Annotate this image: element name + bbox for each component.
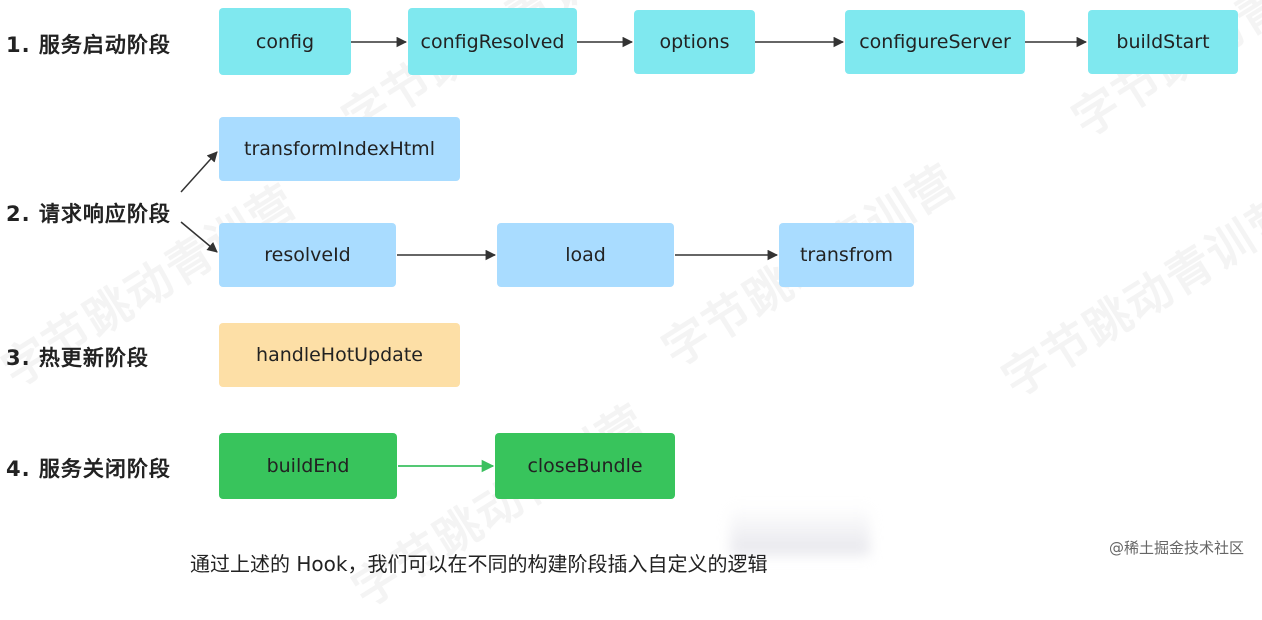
edge-request-resolveId [180, 221, 218, 253]
stage-label-hot: 3. 热更新阶段 [6, 346, 149, 370]
hook-node-buildEnd: buildEnd [219, 433, 397, 499]
blurred-region [730, 505, 870, 555]
hook-node-buildStart: buildStart [1088, 10, 1238, 74]
source-credit: @稀土掘金技术社区 [1108, 539, 1244, 557]
hook-node-config: config [219, 8, 351, 75]
hook-node-handleHotUpdate: handleHotUpdate [219, 323, 460, 387]
stage-label-close: 4. 服务关闭阶段 [6, 457, 171, 481]
hook-node-configResolved: configResolved [408, 8, 577, 75]
subtitle-caption: 通过上述的 Hook，我们可以在不同的构建阶段插入自定义的逻辑 [190, 552, 768, 576]
hook-node-options: options [634, 10, 755, 74]
hook-node-load: load [497, 223, 674, 287]
watermark: 字节跳动青训营 [342, 393, 657, 618]
edge-request-transformIndexHtml [180, 151, 218, 193]
watermark: 字节跳动青训营 [992, 183, 1262, 408]
hook-node-transfrom: transfrom [779, 223, 914, 287]
hook-node-configureServer: configureServer [845, 10, 1025, 74]
hook-node-transformIndexHtml: transformIndexHtml [219, 117, 460, 181]
stage-label-request: 2. 请求响应阶段 [6, 202, 171, 226]
hook-node-resolveId: resolveId [219, 223, 396, 287]
stage-label-start: 1. 服务启动阶段 [6, 33, 171, 57]
hook-node-closeBundle: closeBundle [495, 433, 675, 499]
